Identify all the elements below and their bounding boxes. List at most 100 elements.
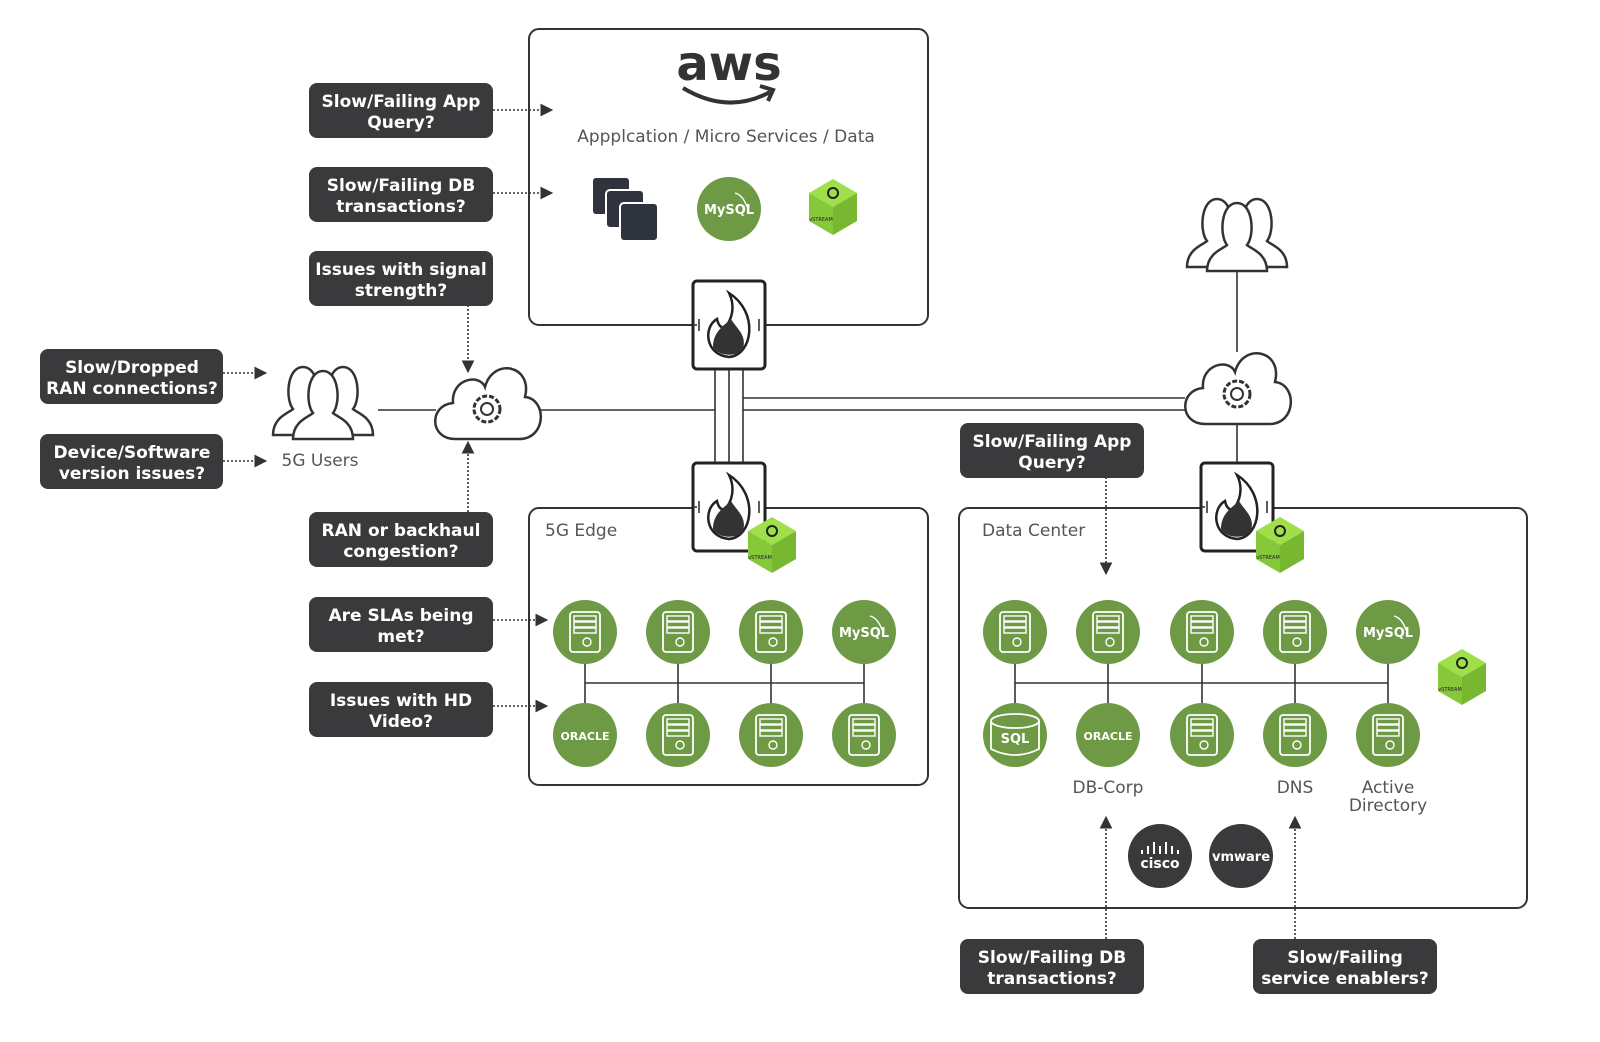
mysql-node: MySQL [697,177,761,241]
datacenter-panel: Data Center MySQL SQL ORACLE DB-Corp DNS Acti… [958,507,1528,909]
mysql-node: MySQL [1356,600,1420,664]
callout-text: RAN or backhaul [322,521,481,541]
firewall [1199,461,1275,553]
callout-arrows [223,103,1302,939]
callout-text: strength? [355,281,448,301]
callout-text: Issues with HD [330,691,472,711]
server-icon [1263,600,1327,664]
callout-text: met? [377,627,424,647]
server-icon [739,703,803,767]
cloud-gear-icon [434,367,542,441]
server-node [553,600,617,664]
cisco-node: cisco [1128,824,1192,888]
vstream-cube-icon: vSTREAM [1438,649,1486,705]
callout-text: Video? [369,712,433,732]
oracle-icon [1076,703,1140,767]
sql-icon [983,703,1047,767]
server-node [646,703,710,767]
callout-text: transactions? [987,969,1116,989]
vmware-logo-text: vmware [1212,850,1270,865]
mysql-logo-text: MySQL [839,626,889,641]
callout-text: Query? [367,113,434,133]
callout-text: Slow/Failing [1287,948,1403,968]
server-icon [1356,703,1420,767]
vstream-cube-icon: vSTREAM [809,179,857,235]
aws-smile-icon [681,84,776,105]
sql-logo-text: SQL [1001,732,1030,747]
server-icon [739,600,803,664]
node-label: DB-Corp [1073,778,1144,798]
sql-node: SQL [983,703,1047,767]
callout-text: Device/Software [54,443,211,463]
aws-subtitle: Appplcation / Micro Services / Data [577,127,875,147]
mysql-icon [1356,600,1420,664]
users-left-label: 5G Users [282,451,359,471]
callout-text: Are SLAs being [328,606,473,626]
server-node [739,703,803,767]
server-node [1170,600,1234,664]
network-links [378,272,1238,463]
server-node [983,600,1047,664]
datacenter-title: Data Center [982,521,1085,541]
callout-text: transactions? [336,197,465,217]
server-node [1076,600,1140,664]
vmware-node: vmware [1209,824,1273,888]
oracle-icon [553,703,617,767]
vstream-label: vSTREAM [1438,687,1462,693]
callout-text: RAN connections? [46,379,218,399]
mysql-logo-text: MySQL [1363,626,1413,641]
callout-text: service enablers? [1261,969,1428,989]
oracle-logo-text: ORACLE [1084,730,1133,743]
vstream-label: vSTREAM [748,555,772,561]
server-icon [646,600,710,664]
server-icon [1076,600,1140,664]
callout-text: Slow/Failing DB [327,176,476,196]
vstream-cube-icon: vSTREAM [1256,517,1304,573]
server-node [832,703,896,767]
cisco-logo-text: cisco [1140,856,1180,872]
server-node [739,600,803,664]
node-label: DNS [1277,778,1314,798]
vstream-cube-icon: vSTREAM [748,517,796,573]
stack-icon [591,176,659,242]
callout-text: Slow/Failing App [973,432,1132,452]
firewall [691,461,767,553]
server-icon [1263,703,1327,767]
callout-text: congestion? [343,542,458,562]
server-icon [1170,600,1234,664]
aws-logo: aws [676,36,781,92]
server-node [646,600,710,664]
cisco-icon [1128,824,1192,888]
oracle-node: ORACLE [553,703,617,767]
callout-text: Query? [1018,453,1085,473]
server-icon [832,703,896,767]
mysql-icon [832,600,896,664]
vstream-label: vSTREAM [809,217,833,223]
server-node [1356,703,1420,767]
callout-text: version issues? [59,464,205,484]
server-node [1170,703,1234,767]
server-icon [1170,703,1234,767]
server-node [1263,703,1327,767]
mysql-logo-text: MySQL [704,203,754,218]
server-icon [553,600,617,664]
server-icon [646,703,710,767]
callout-text: Slow/Dropped [65,358,199,378]
callout-text: Issues with signal [315,260,486,280]
mysql-icon [697,177,761,241]
callout-text: Slow/Failing DB [978,948,1127,968]
users-group-icon [271,365,375,441]
vmware-icon [1209,824,1273,888]
firewall [691,279,767,371]
